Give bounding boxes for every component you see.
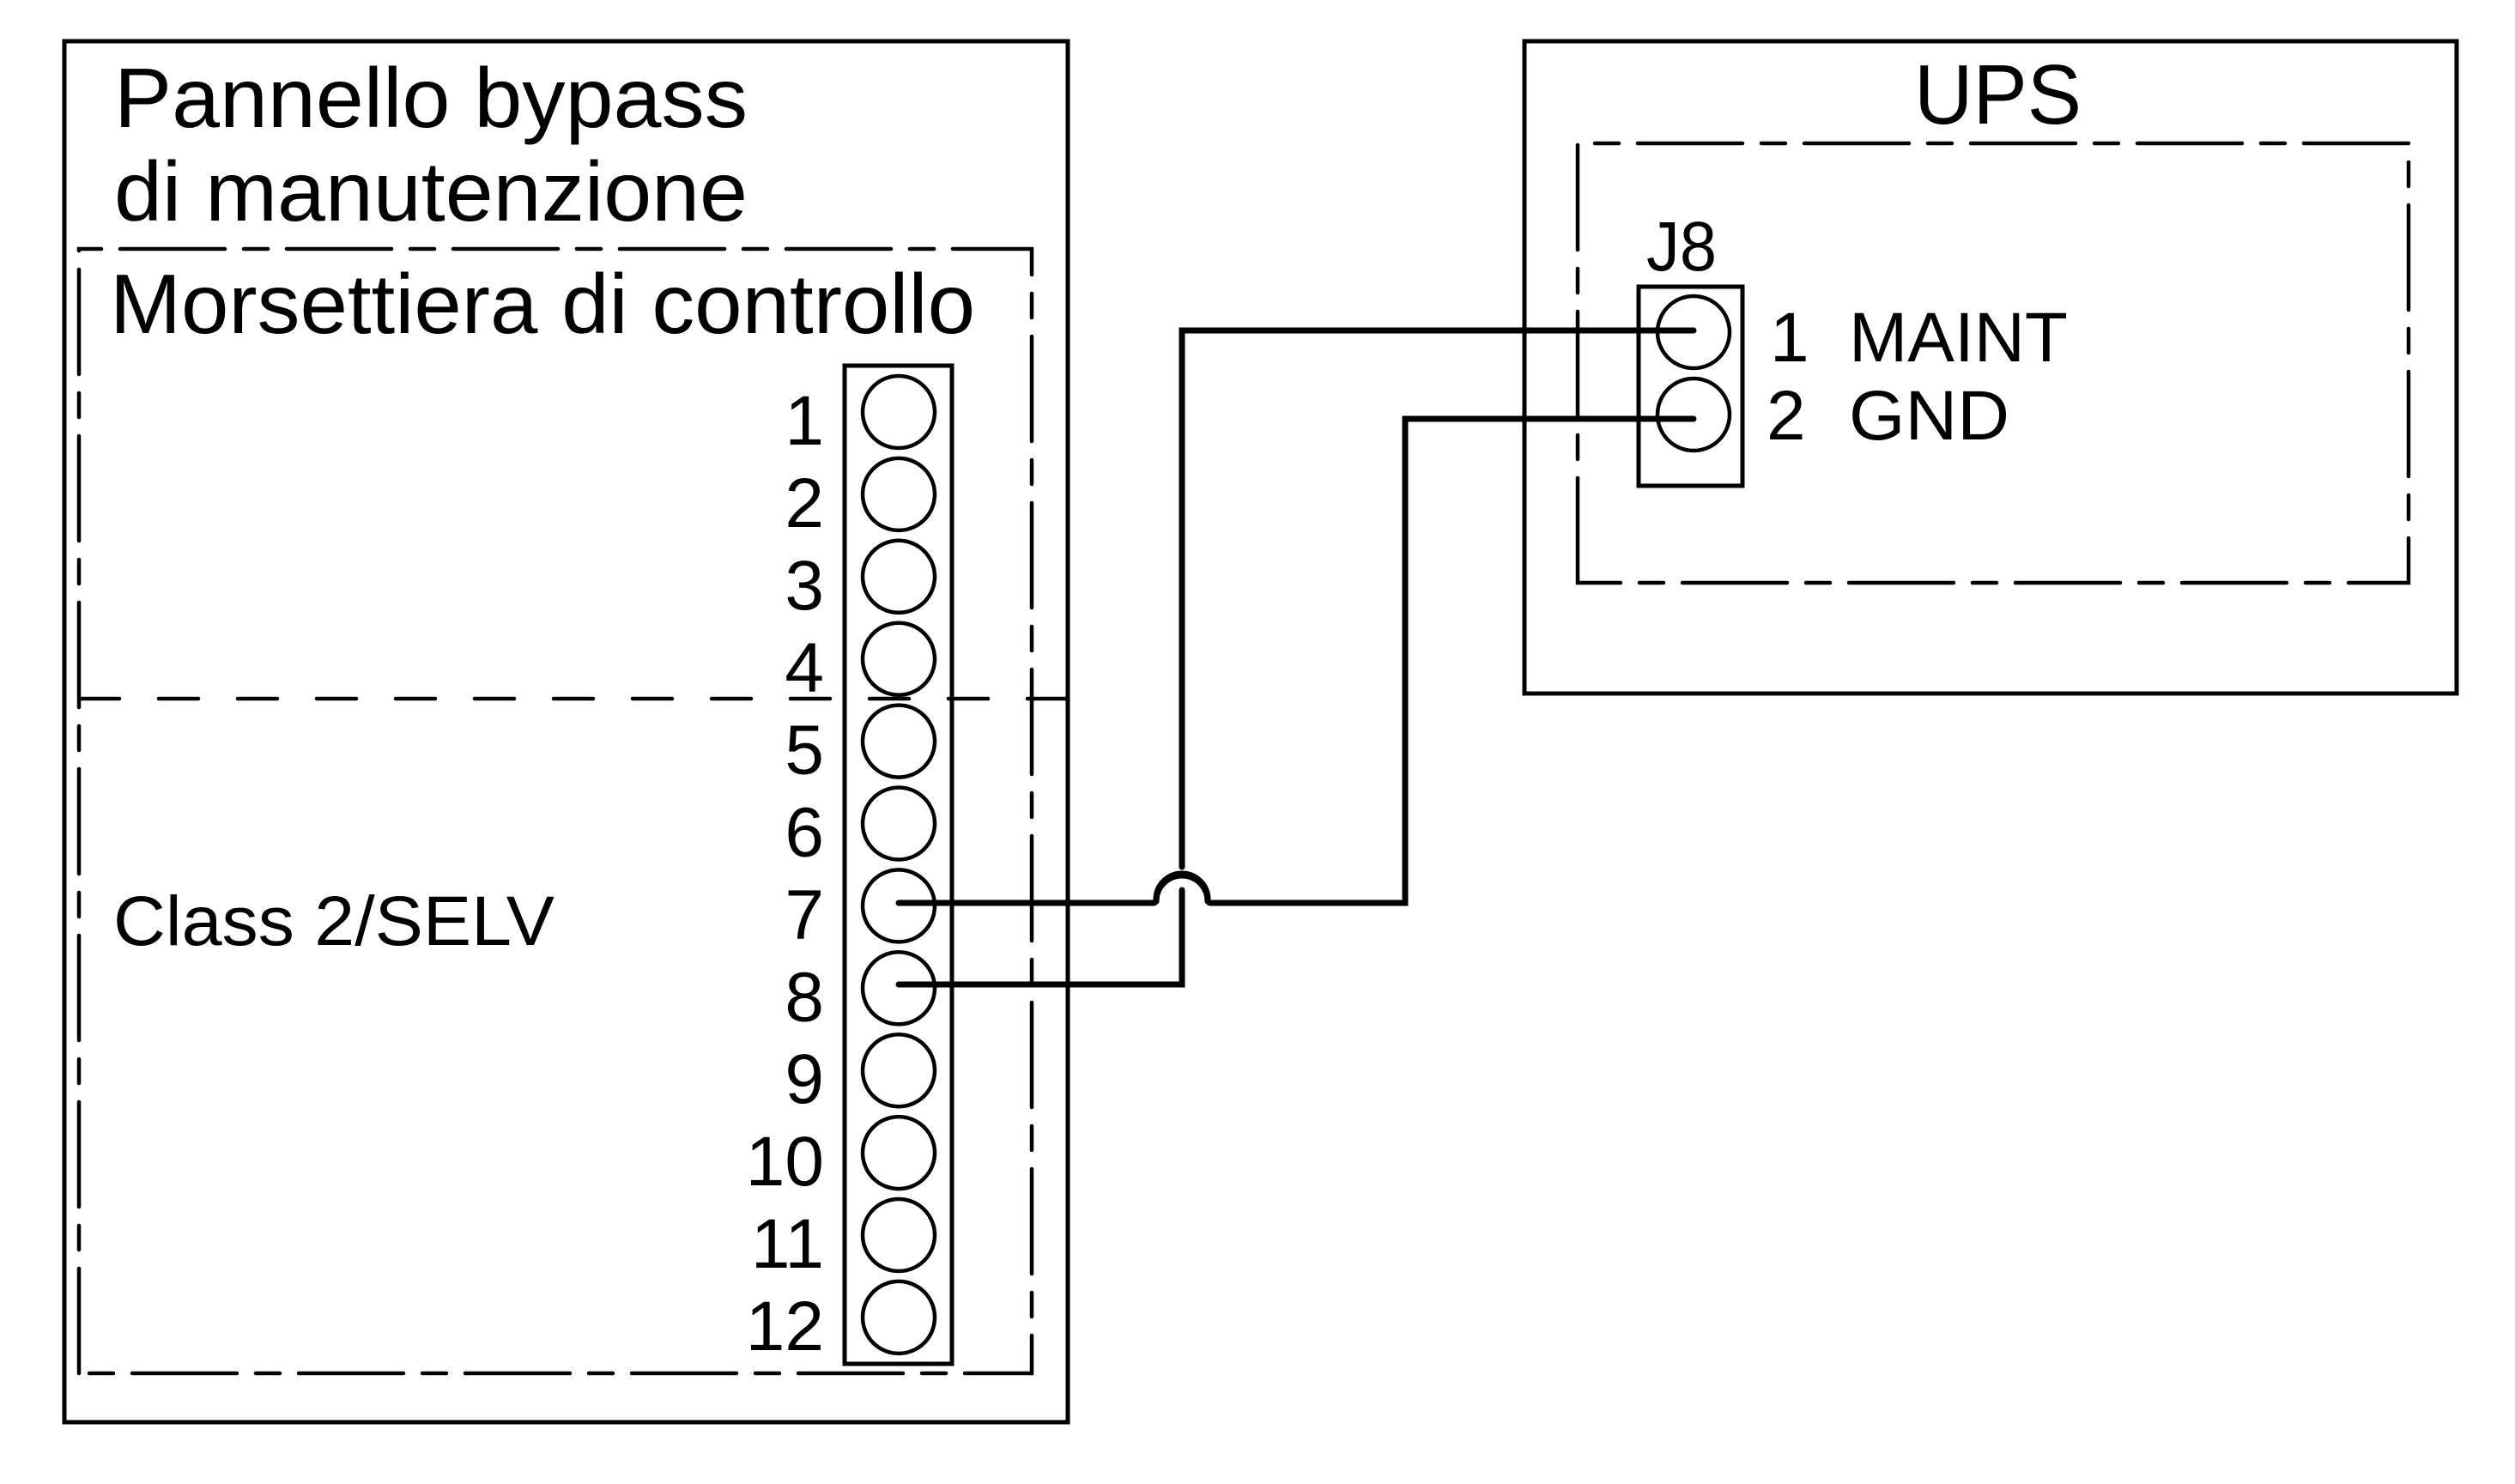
selv-zone-label: Class 2/SELV	[113, 882, 555, 960]
terminal-5	[860, 703, 937, 779]
terminal-block-region: Morsettiera di controllo	[76, 246, 1034, 1376]
terminal-label-3: 3	[785, 547, 824, 625]
terminal-label-9: 9	[785, 1040, 824, 1118]
j8-housing	[1636, 284, 1745, 488]
wire-gnd-path	[895, 415, 1697, 906]
terminal-4	[860, 621, 937, 697]
terminal-10	[860, 1114, 937, 1191]
terminal-label-5: 5	[785, 712, 824, 790]
j8-connector: J8 1 MAINT 2 GND	[1636, 208, 2068, 488]
terminal-2	[860, 456, 937, 533]
wire-maint-lower-segment	[895, 887, 1185, 988]
terminal-label-4: 4	[785, 629, 824, 707]
terminal-8	[860, 950, 937, 1027]
wire-maint-upper-segment	[1179, 327, 1697, 870]
terminal-block-dashed-outline	[76, 246, 1034, 1376]
terminal-3	[860, 538, 937, 615]
terminal-1	[860, 373, 937, 451]
j8-pin-2-number: 2	[1767, 377, 1806, 455]
ups-title: UPS	[1914, 47, 2082, 142]
j8-pin-2-signal: GND	[1849, 377, 2009, 455]
wiring	[895, 327, 1697, 988]
terminal-label-7: 7	[785, 875, 824, 954]
wire-maint	[895, 327, 1697, 988]
wire-gnd	[895, 415, 1697, 906]
terminal-12	[860, 1279, 937, 1356]
terminal-9	[860, 1032, 937, 1109]
bypass-panel: Pannello bypass di manutenzione Morsetti…	[62, 39, 1070, 1425]
j8-pin-1-number: 1	[1770, 299, 1809, 377]
bypass-panel-title-line2: di manutenzione	[114, 144, 748, 239]
terminal-11	[860, 1196, 937, 1274]
wire-crossover-hop	[1153, 872, 1211, 905]
bypass-panel-outline	[62, 39, 1070, 1425]
j8-label: J8	[1646, 208, 1717, 286]
terminal-block-title: Morsettiera di controllo	[110, 257, 975, 351]
ups-outline	[1522, 39, 2459, 696]
terminal-label-12: 12	[746, 1287, 824, 1366]
terminal-label-8: 8	[785, 958, 824, 1036]
j8-pin-2	[1655, 376, 1732, 453]
terminal-label-10: 10	[746, 1123, 824, 1201]
terminal-label-1: 1	[785, 382, 824, 460]
terminal-label-11: 11	[751, 1205, 824, 1283]
terminal-6	[860, 785, 937, 862]
terminal-label-6: 6	[785, 794, 824, 872]
bypass-panel-title-line1: Pannello bypass	[114, 51, 748, 145]
ups-unit: UPS J8 1 MAINT 2 GND	[1522, 39, 2459, 696]
terminal-label-2: 2	[785, 464, 824, 542]
j8-pin-1-signal: MAINT	[1849, 299, 2068, 377]
terminal-strip	[842, 363, 954, 1366]
ups-board-dashed-outline	[1575, 141, 2411, 585]
